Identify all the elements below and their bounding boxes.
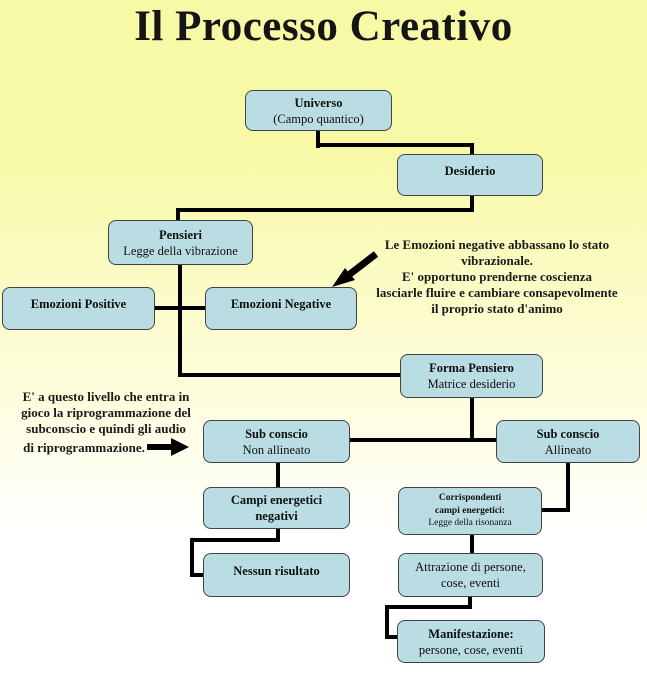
arrow-right-icon [146, 438, 189, 456]
node-forma-pensiero-title: Forma Pensiero [429, 361, 514, 375]
connector-segment [385, 605, 472, 609]
note-riprogrammazione-line: subconscio e quindi gli audio [26, 421, 186, 436]
node-corrispondenti-title2: campi energetici: [435, 505, 505, 516]
note-emozioni-negative: Le Emozioni negative abbassano lo stato … [347, 237, 647, 317]
note-emozioni-line: Le Emozioni negative abbassano lo stato [384, 237, 610, 252]
connector-segment [276, 526, 280, 542]
node-campi-energetici-title2: negativi [255, 509, 298, 523]
note-riprogrammazione-line: E' a questo livello che entra in [22, 389, 190, 404]
node-emozioni-negative-title: Emozioni Negative [230, 297, 332, 311]
node-campi-energetici-title: Campi energetici [230, 493, 323, 507]
connector-segment [153, 306, 207, 310]
arrow-down-left-icon [332, 251, 379, 287]
note-riprogrammazione: E' a questo livello che entra in gioco l… [0, 389, 212, 457]
connector-segment [350, 438, 497, 442]
node-corrispondenti-title: Corrispondenti [438, 492, 502, 503]
note-riprogrammazione-lastline: di riprogrammazione. [0, 437, 212, 457]
node-emozioni-negative: Emozioni Negative [205, 287, 357, 330]
connector-segment [566, 461, 570, 512]
node-universo-subtitle: (Campo quantico) [273, 111, 364, 126]
connector-segment [470, 396, 474, 442]
node-manifestazione-subtitle: persone, cose, eventi [418, 642, 524, 657]
connector-segment [470, 196, 474, 212]
node-subconscio-non-allineato-subtitle: Non allineato [242, 442, 311, 457]
node-corrispondenti-subtitle: Legge della risonanza [428, 518, 512, 529]
connector-segment [470, 533, 474, 555]
node-forma-pensiero: Forma Pensiero Matrice desiderio [400, 354, 543, 398]
connector-segment [176, 208, 180, 222]
node-campi-energetici-negativi: Campi energetici negativi [203, 487, 350, 529]
connector-segment [178, 373, 402, 377]
node-pensieri-subtitle: Legge della vibrazione [123, 243, 238, 258]
node-subconscio-allineato-subtitle: Allineato [544, 442, 592, 457]
node-universo: Universo (Campo quantico) [245, 90, 392, 131]
connector-segment [316, 131, 320, 148]
connector-segment [385, 635, 400, 639]
node-corrispondenti-campi-energetici: Corrispondenti campi energetici: Legge d… [398, 487, 542, 535]
connector-segment [178, 263, 182, 377]
connector-segment [316, 143, 474, 147]
connector-segment [190, 538, 194, 577]
node-subconscio-non-allineato: Sub conscio Non allineato [203, 420, 350, 463]
connector-segment [470, 143, 474, 156]
note-emozioni-line: E' opportuno prenderne coscienza [401, 269, 593, 284]
connector-segment [468, 595, 472, 609]
diagram-title: Il Processo Creativo [134, 3, 513, 50]
node-attrazione: Attrazione di persone, cose, eventi [398, 553, 543, 597]
note-riprogrammazione-line: di riprogrammazione. [23, 440, 145, 455]
connector-segment [541, 508, 570, 512]
connector-segment [176, 208, 474, 212]
note-emozioni-line: vibrazionale. [461, 253, 533, 268]
node-manifestazione-title: Manifestazione: [428, 626, 514, 641]
connector-segment [190, 538, 280, 542]
connector-segment [276, 461, 280, 489]
node-attrazione-line2: cose, eventi [440, 576, 500, 590]
node-subconscio-allineato: Sub conscio Allineato [496, 420, 640, 463]
node-emozioni-positive-title: Emozioni Positive [30, 297, 127, 311]
node-attrazione-line1: Attrazione di persone, [415, 560, 526, 574]
node-desiderio-title: Desiderio [444, 163, 496, 178]
node-desiderio: Desiderio [397, 154, 543, 196]
node-subconscio-allineato-title: Sub conscio [536, 426, 600, 441]
note-emozioni-line: il proprio stato d'animo [431, 301, 563, 316]
node-pensieri: Pensieri Legge della vibrazione [108, 220, 253, 265]
note-emozioni-line: lasciarle fluire e cambiare consapevolme… [376, 285, 618, 300]
connector-segment [190, 573, 206, 577]
node-nessun-risultato: Nessun risultato [203, 553, 350, 597]
node-manifestazione: Manifestazione: persone, cose, eventi [397, 620, 545, 663]
connector-segment [385, 605, 389, 639]
node-emozioni-positive: Emozioni Positive [2, 287, 155, 330]
node-forma-pensiero-subtitle: Matrice desiderio [427, 377, 516, 391]
node-nessun-risultato-title: Nessun risultato [233, 563, 320, 578]
node-pensieri-title: Pensieri [158, 227, 203, 242]
note-riprogrammazione-line: gioco la riprogrammazione del [21, 405, 191, 420]
node-subconscio-non-allineato-title: Sub conscio [245, 426, 308, 441]
node-universo-title: Universo [294, 95, 343, 110]
